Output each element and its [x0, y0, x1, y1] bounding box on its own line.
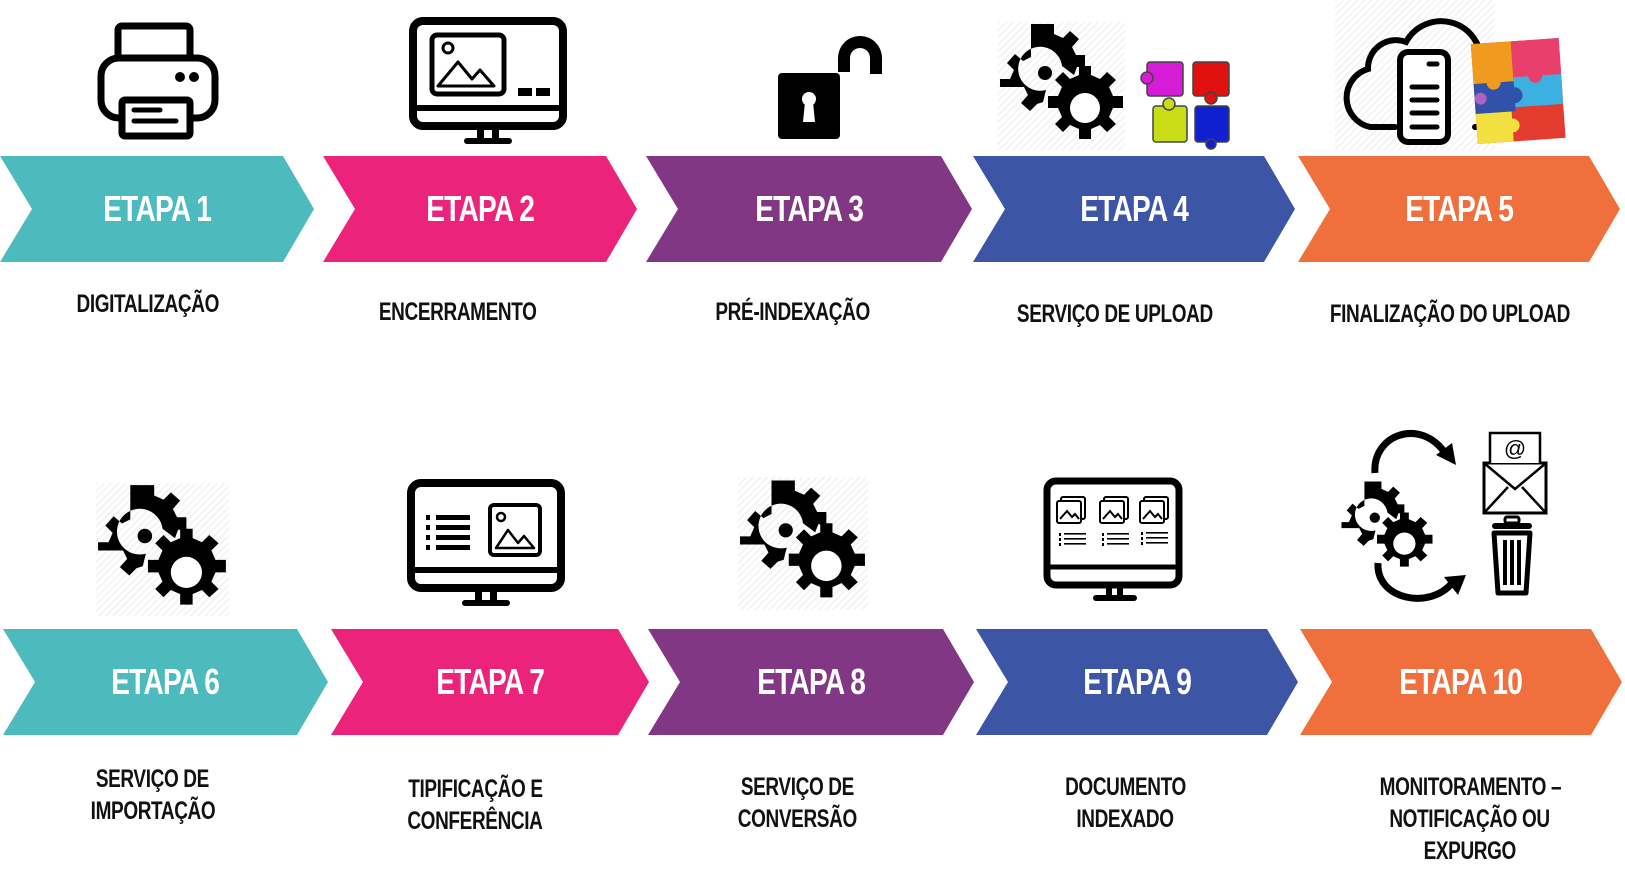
- monitor-list-image-icon: [406, 478, 566, 608]
- step-5-description: FINALIZAÇÃO DO UPLOAD: [1329, 300, 1571, 328]
- step-7-description: TIPIFICAÇÃO E CONFERÊNCIA: [407, 775, 543, 835]
- step-1-label: ETAPA 1: [103, 188, 212, 229]
- cloud-server-icon: [1335, 0, 1509, 150]
- puzzle-pieces-icon: [1140, 58, 1233, 150]
- step-6-label: ETAPA 6: [111, 661, 221, 702]
- monitor-image-icon: [408, 16, 568, 146]
- step-7-chevron: ETAPA 7: [331, 629, 649, 735]
- step-8-description: SERVIÇO DE CONVERSÃO: [737, 773, 858, 833]
- step-5-chevron: ETAPA 5: [1298, 156, 1620, 262]
- step-8-chevron: ETAPA 8: [648, 629, 974, 735]
- gears-puzzle-icon: [998, 22, 1125, 150]
- step-3-description: PRÉ-INDEXAÇÃO: [715, 298, 870, 326]
- printer-icon: [96, 22, 220, 140]
- step-7-label: ETAPA 7: [436, 661, 545, 702]
- step-4-description: SERVIÇO DE UPLOAD: [1017, 300, 1213, 328]
- step-9-label: ETAPA 9: [1083, 661, 1192, 702]
- step-1-chevron: ETAPA 1: [0, 156, 314, 262]
- step-2-chevron: ETAPA 2: [323, 156, 637, 262]
- gears-icon-2: [738, 477, 868, 610]
- step-2-description: ENCERRAMENTO: [378, 298, 537, 326]
- colorful-puzzle-icon: [1470, 33, 1566, 144]
- step-6-description: SERVIÇO DE IMPORTAÇÃO: [90, 765, 215, 825]
- gears-icon: [96, 483, 229, 616]
- svg-text:@: @: [1504, 436, 1526, 461]
- monitor-gallery-icon: [1043, 477, 1183, 605]
- step-9-description: DOCUMENTO INDEXADO: [1064, 773, 1186, 833]
- step-3-chevron: ETAPA 3: [646, 156, 972, 262]
- step-10-description: MONITORAMENTO – NOTIFICAÇÃO OU EXPURGO: [1379, 773, 1561, 865]
- step-6-chevron: ETAPA 6: [3, 629, 328, 735]
- step-8-label: ETAPA 8: [757, 661, 866, 702]
- gears-email-trash-icon: @: [1340, 425, 1580, 620]
- step-10-chevron: ETAPA 10: [1300, 629, 1622, 735]
- step-3-label: ETAPA 3: [755, 188, 864, 229]
- step-2-label: ETAPA 2: [426, 188, 535, 229]
- step-9-chevron: ETAPA 9: [976, 629, 1298, 735]
- step-4-label: ETAPA 4: [1080, 188, 1189, 229]
- step-1-description: DIGITALIZAÇÃO: [76, 290, 219, 318]
- unlocked-padlock-icon: [776, 30, 886, 142]
- step-4-chevron: ETAPA 4: [973, 156, 1295, 262]
- step-5-label: ETAPA 5: [1405, 188, 1514, 229]
- step-10-label: ETAPA 10: [1399, 661, 1524, 702]
